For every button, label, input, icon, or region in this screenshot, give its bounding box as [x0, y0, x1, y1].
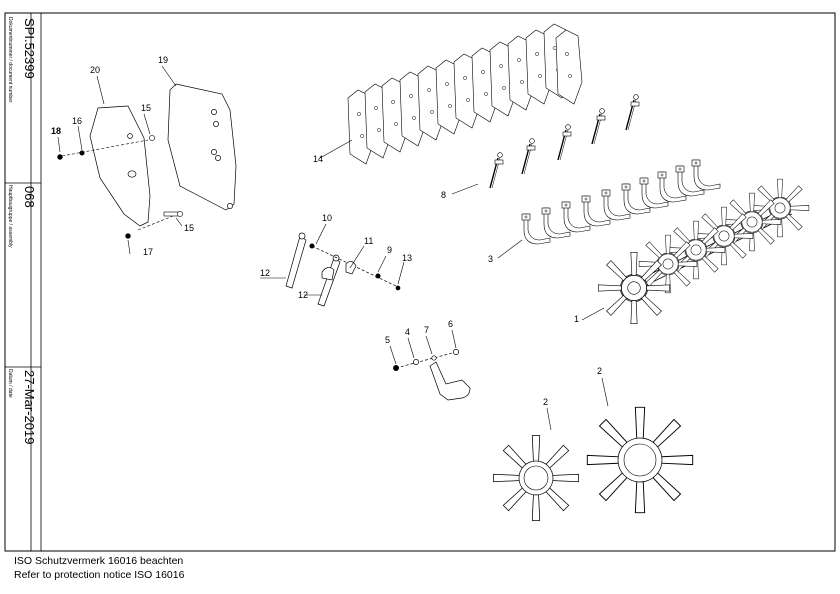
hardware-15-16-18	[57, 135, 183, 239]
callout-18: 18	[51, 126, 61, 136]
callout-labels: 20 19 15 16 18 17 15 10 11 9 13 12 12 14…	[51, 55, 602, 407]
callout-10: 10	[322, 213, 332, 223]
footer-protection-notice-en: Refer to protection notice ISO 16016	[14, 569, 185, 581]
callout-11: 11	[364, 236, 373, 246]
callout-17: 17	[143, 247, 153, 257]
part-19-right-guard	[167, 83, 237, 211]
callout-14: 14	[313, 154, 323, 164]
callout-15-top: 15	[141, 103, 151, 113]
parts-9-13-bracket-group	[285, 232, 401, 307]
callout-3: 3	[488, 254, 493, 264]
callout-8: 8	[441, 190, 446, 200]
callout-12-upper: 12	[260, 268, 270, 278]
callout-1: 1	[574, 314, 579, 324]
part-20-left-guard	[89, 105, 151, 227]
callout-2-large-disc: 2	[597, 366, 602, 376]
parts-4-7-lever-group	[393, 349, 471, 401]
callout-19: 19	[158, 55, 168, 65]
drawing-border	[4, 12, 836, 552]
callout-16: 16	[72, 116, 82, 126]
footer-protection-notice-de: ISO Schutzvermerk 16016 beachten	[14, 555, 184, 567]
callout-6: 6	[448, 319, 453, 329]
part-14-plate-row	[347, 23, 583, 165]
callout-12-lower: 12	[298, 290, 308, 300]
callout-20: 20	[90, 65, 100, 75]
callout-2-small-disc: 2	[543, 397, 548, 407]
part-2-star-disc-large	[586, 406, 694, 514]
callout-13: 13	[402, 253, 412, 263]
part-1-rotor-assembly	[597, 178, 810, 325]
part-2-star-disc-small	[493, 435, 579, 521]
callout-4: 4	[405, 327, 410, 337]
leader-lines	[57, 65, 609, 431]
callout-9: 9	[387, 245, 392, 255]
callout-5: 5	[385, 335, 390, 345]
part-8-bolts	[489, 93, 640, 189]
callout-7: 7	[424, 325, 429, 335]
part-3-tines	[521, 159, 721, 245]
callout-15-bottom: 15	[184, 223, 194, 233]
